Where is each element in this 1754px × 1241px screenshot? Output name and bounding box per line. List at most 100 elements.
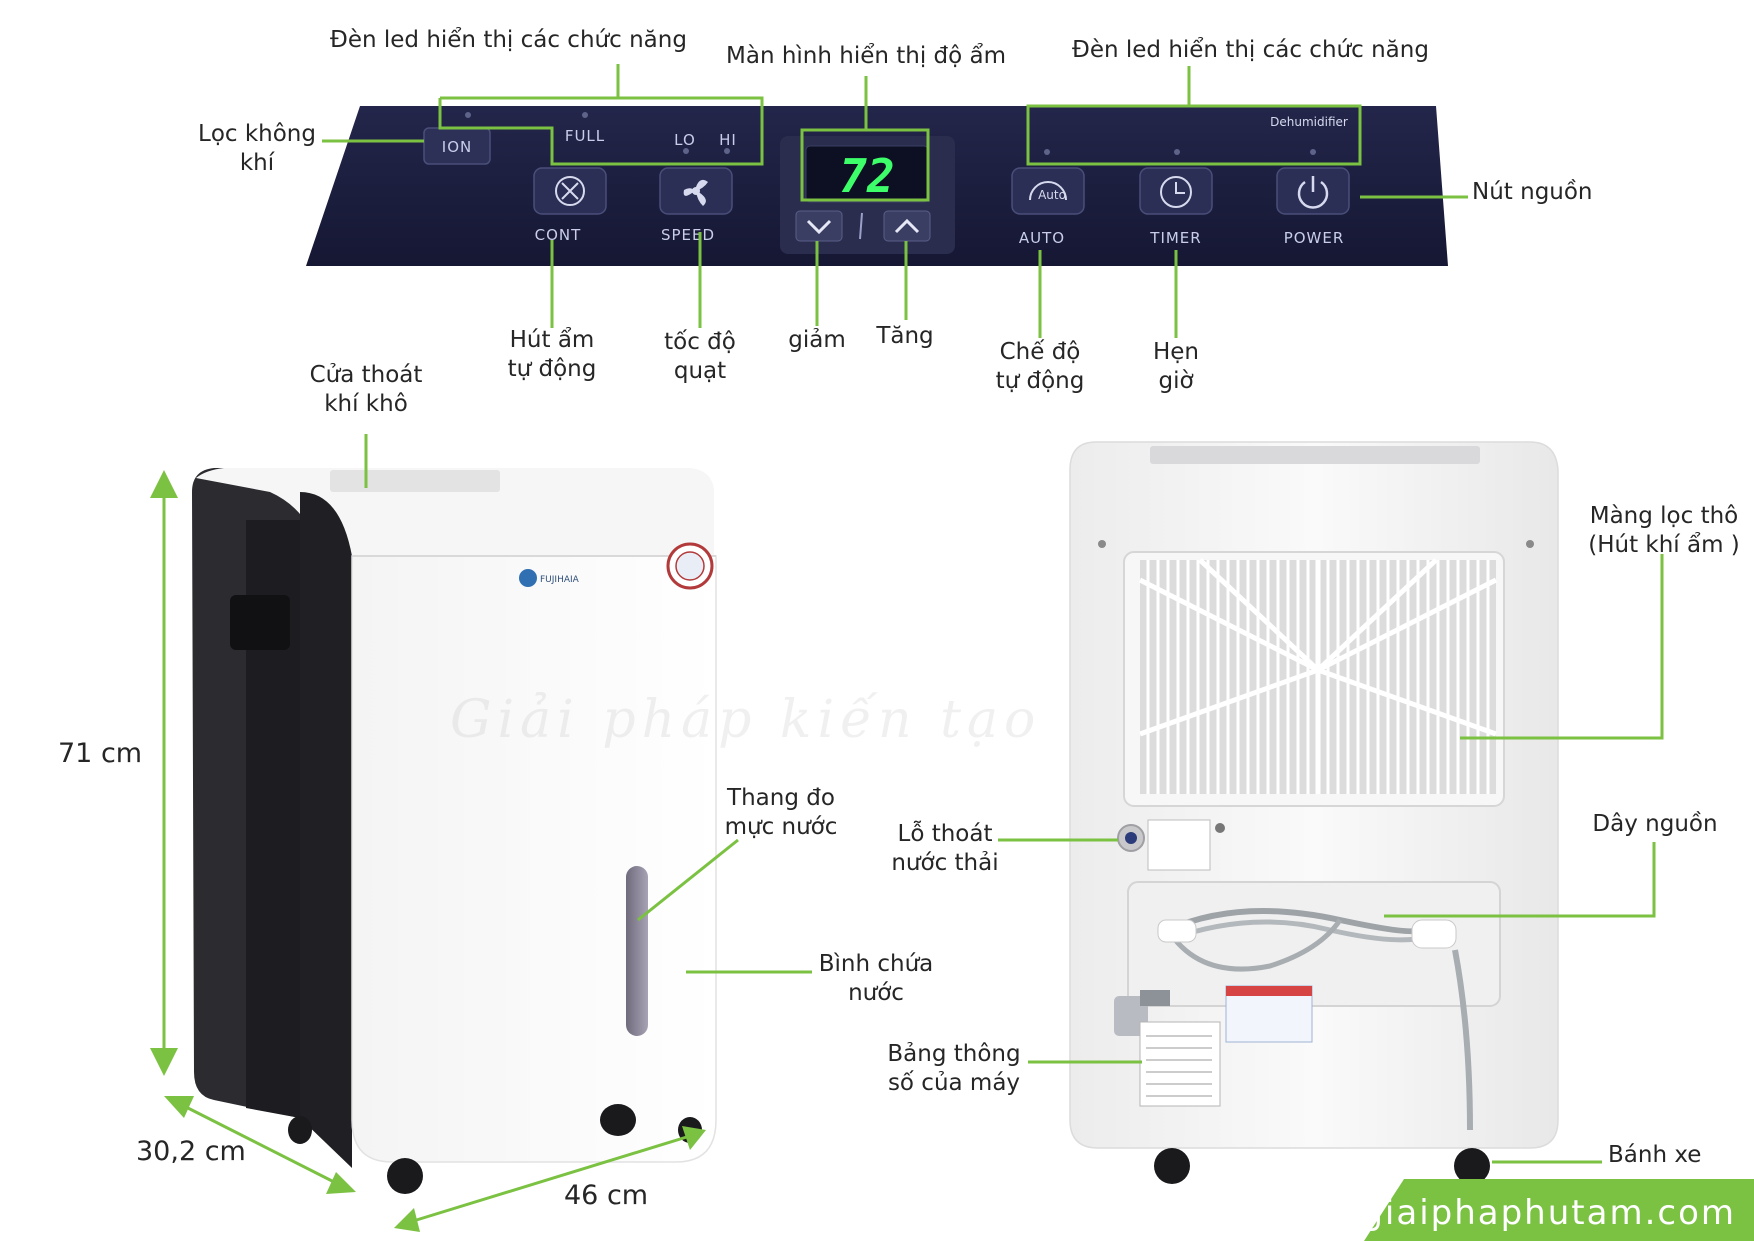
- label-dry-air-outlet-line2: khí khô: [324, 391, 408, 417]
- label-water-tank-line1: Bình chứa: [818, 951, 934, 977]
- label-humidity-screen: Màn hình hiển thị độ ẩm: [726, 43, 1007, 69]
- label-fan-speed-line1: tốc độ: [664, 329, 736, 355]
- lo-label: LO: [674, 131, 696, 149]
- label-led-right: Đèn led hiển thị các chức năng: [1072, 37, 1429, 63]
- timer-label: TIMER: [1149, 229, 1201, 247]
- dry-air-outlet-grille: [330, 470, 500, 492]
- power-label: POWER: [1284, 229, 1345, 247]
- label-auto-dehumidify-line1: Hút ẩm: [509, 327, 595, 353]
- led-indicator-lo: [683, 148, 689, 154]
- grille-rib: [1138, 577, 1320, 673]
- label-power-cord: Dây nguồn: [1592, 811, 1718, 837]
- increase-button[interactable]: [883, 210, 931, 242]
- cont-button[interactable]: [533, 167, 607, 215]
- grille-rib: [1198, 558, 1320, 672]
- ion-label: ION: [442, 138, 472, 156]
- back-unit: [1069, 441, 1559, 1184]
- brand-logo: FUJIHAIA: [519, 569, 580, 587]
- watermark-text: Giải pháp kiến tạo: [450, 690, 1042, 750]
- label-spec-plate-line1: Bảng thông: [887, 1041, 1021, 1067]
- drain-hole-inner: [1125, 832, 1137, 844]
- power-cord: [1452, 949, 1473, 1131]
- dimension-width: 46 cm: [564, 1180, 649, 1211]
- spec-plate-lines: [1146, 1035, 1212, 1097]
- label-auto-mode-line1: Chế độ: [999, 339, 1081, 365]
- dehumidifier-label: Dehumidifier: [1270, 115, 1348, 129]
- decrease-button[interactable]: [795, 210, 843, 242]
- label-dry-air-outlet: Cửa thoát khí khô: [296, 361, 436, 419]
- label-air-filter-line1: Lọc không: [198, 121, 316, 147]
- dimension-height: 71 cm: [58, 738, 143, 769]
- led-indicator-auto: [1044, 149, 1050, 155]
- front-leader-lines: [364, 434, 812, 974]
- auto-icon: [1029, 181, 1067, 201]
- led-indicator-hi: [724, 148, 730, 154]
- leader-lines: [322, 64, 1468, 338]
- grille-rib: [1139, 667, 1319, 737]
- button-divider: [859, 212, 863, 240]
- chevron-down-icon: [806, 219, 832, 235]
- label-power-button: Nút nguồn: [1472, 179, 1593, 205]
- brand-website[interactable]: giaiphaphutam.com: [1361, 1193, 1736, 1233]
- cont-label: CONT: [535, 226, 582, 244]
- back-wheels: [1154, 1148, 1490, 1184]
- label-spec-plate-line2: số của máy: [887, 1070, 1021, 1096]
- label-timer: Hẹn giờ: [1126, 338, 1226, 396]
- led-indicator: [465, 112, 471, 118]
- label-auto-dehumidify: Hút ẩm tự động: [492, 326, 612, 384]
- water-level-window: [626, 866, 648, 1036]
- label-coarse-filter-line2: (Hút khí ẩm ): [1588, 532, 1740, 558]
- label-air-filter-line2: khí: [239, 150, 275, 176]
- auto-label: AUTO: [1019, 229, 1065, 247]
- humidity-readout: 72: [839, 149, 894, 203]
- label-drain-hole: Lỗ thoát nước thải: [870, 820, 1020, 878]
- dimension-arrows: [150, 470, 706, 1232]
- label-coarse-filter: Màng lọc thô (Hút khí ẩm ): [1574, 502, 1754, 560]
- grille-rib: [1316, 558, 1438, 672]
- label-water-gauge-line1: Thang đo: [727, 785, 835, 811]
- drain-instruction-sticker: [1147, 819, 1211, 871]
- front-unit: FUJIHAIA: [192, 468, 717, 1194]
- screw: [1526, 540, 1534, 548]
- control-panel: ION FULL LO HI CONT S: [306, 106, 1448, 266]
- label-dry-air-outlet-line1: Cửa thoát: [309, 362, 423, 388]
- auto-button[interactable]: Auto: [1011, 167, 1085, 215]
- label-auto-mode: Chế độ tự động: [980, 338, 1100, 396]
- grille-rib: [1316, 577, 1498, 673]
- label-timer-line2: giờ: [1158, 368, 1194, 394]
- led-indicator-timer: [1174, 149, 1180, 155]
- intake-grille-slats: [1138, 558, 1498, 794]
- label-decrease: giảm: [788, 327, 846, 353]
- auto-icon-label: Auto: [1038, 188, 1066, 202]
- top-panel-edge: [1150, 446, 1480, 464]
- speed-label: SPEED: [661, 226, 715, 244]
- led-indicator-full: [582, 112, 588, 118]
- label-drain-hole-line2: nước thải: [891, 850, 999, 876]
- label-air-filter: Lọc không khí: [192, 120, 322, 178]
- timer-button[interactable]: [1139, 167, 1213, 215]
- label-drain-hole-line1: Lỗ thoát: [897, 821, 993, 847]
- clock-icon: [1160, 176, 1192, 208]
- cord-hook: [1157, 919, 1197, 943]
- label-water-gauge-line2: mực nước: [724, 814, 838, 840]
- label-spec-plate: Bảng thông số của máy: [874, 1040, 1034, 1098]
- label-auto-dehumidify-line2: tự động: [507, 356, 597, 382]
- dimension-depth: 30,2 cm: [136, 1136, 246, 1167]
- label-led-left: Đèn led hiển thị các chức năng: [330, 27, 687, 53]
- power-button[interactable]: [1276, 167, 1350, 215]
- power-cord-coil: [1166, 908, 1422, 935]
- led-indicator-power: [1310, 149, 1316, 155]
- cord-hook: [1411, 919, 1457, 949]
- brand-logo-text: FUJIHAIA: [540, 575, 580, 585]
- fan-icon: [683, 179, 708, 206]
- spec-plate: [1139, 1021, 1221, 1107]
- screw: [1098, 540, 1106, 548]
- ion-button[interactable]: ION: [423, 127, 491, 165]
- label-water-gauge: Thang đo mực nước: [706, 784, 856, 842]
- label-water-tank-line2: nước: [848, 980, 904, 1006]
- hi-label: HI: [719, 131, 737, 149]
- screw: [1215, 823, 1225, 833]
- speed-button[interactable]: [659, 167, 733, 215]
- label-fan-speed: tốc độ quạt: [640, 328, 760, 386]
